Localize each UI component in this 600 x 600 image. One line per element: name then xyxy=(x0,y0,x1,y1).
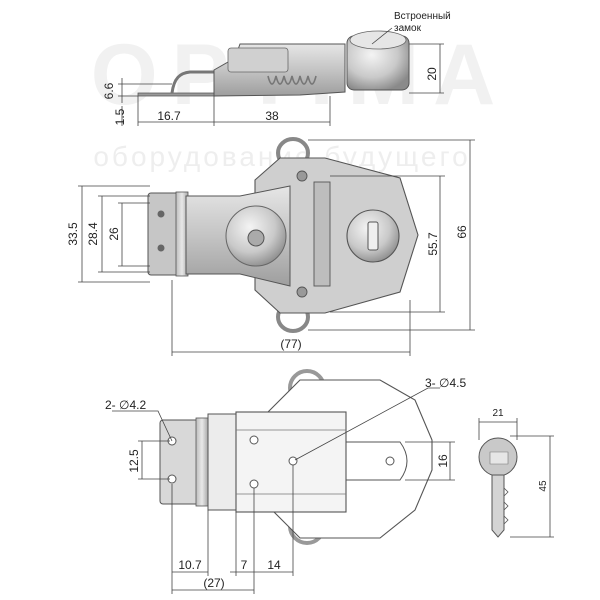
dim-height-20: 20 xyxy=(409,43,444,94)
dim-12-5: 12.5 xyxy=(127,440,170,480)
side-lock-face xyxy=(349,30,407,50)
back-channel-hole-2 xyxy=(288,456,298,466)
callout-leader xyxy=(371,27,393,45)
side-base-plate xyxy=(137,92,215,97)
svg-text:3- ∅4.5: 3- ∅4.5 xyxy=(425,376,466,390)
back-channel-hole-1 xyxy=(249,435,259,445)
svg-text:16: 16 xyxy=(436,454,450,468)
back-channel-hole-3 xyxy=(249,479,259,489)
back-view: 2- ∅4.2 3- ∅4.5 12.5 16 10.7 7 1 xyxy=(105,369,466,594)
svg-text:2- ∅4.2: 2- ∅4.2 xyxy=(105,398,146,412)
front-keyhole xyxy=(367,221,379,251)
dim-33-5: 33.5 xyxy=(66,185,150,283)
front-lever-pivot xyxy=(247,229,265,247)
key-view: 21 45 xyxy=(478,408,554,538)
dim-16: 16 xyxy=(405,441,455,481)
front-view: 33.5 28.4 26 55.7 66 (77) xyxy=(66,137,475,356)
svg-text:28.4: 28.4 xyxy=(86,222,100,246)
dim-10-7: 10.7 xyxy=(171,484,209,576)
svg-text:33.5: 33.5 xyxy=(66,222,80,246)
svg-text:6.6: 6.6 xyxy=(102,82,116,99)
dim-28-4: 28.4 xyxy=(86,195,150,273)
svg-text:7: 7 xyxy=(241,558,248,572)
dim-14: 14 xyxy=(254,465,294,576)
dim-55-7: 55.7 xyxy=(330,175,445,313)
svg-text:16.7: 16.7 xyxy=(157,109,181,123)
svg-text:45: 45 xyxy=(538,480,549,492)
svg-text:38: 38 xyxy=(265,109,279,123)
key-cuts xyxy=(503,487,509,525)
dim-key-length: 45 xyxy=(510,435,554,538)
side-lever xyxy=(227,47,289,73)
back-lever-body xyxy=(207,413,239,511)
svg-text:10.7: 10.7 xyxy=(178,558,202,572)
back-plate-hole xyxy=(385,456,395,466)
front-screw-bottom xyxy=(296,286,308,298)
svg-text:66: 66 xyxy=(455,225,469,239)
front-slot-bracket xyxy=(313,181,331,287)
back-tab xyxy=(339,441,408,481)
back-hook-bar xyxy=(195,417,209,507)
key-blade xyxy=(491,474,505,538)
key-head-face xyxy=(489,451,509,465)
svg-text:1.5: 1.5 xyxy=(113,108,127,125)
side-spring xyxy=(267,75,317,85)
side-hook xyxy=(170,70,214,94)
dim-7: 7 xyxy=(230,488,255,576)
svg-text:12.5: 12.5 xyxy=(127,449,141,473)
front-screw-top xyxy=(296,170,308,182)
svg-text:26: 26 xyxy=(107,227,121,241)
side-view: Встроенный замок 20 6.6 1.5 16.7 38 xyxy=(102,11,451,126)
dim-body-38: 38 xyxy=(214,96,331,126)
callout-line1: Встроенный xyxy=(394,11,451,22)
dim-plate-1-5: 1.5 xyxy=(113,106,127,126)
svg-text:55.7: 55.7 xyxy=(426,232,440,256)
dim-holes-large: 3- ∅4.5 xyxy=(294,376,466,461)
dim-66: 66 xyxy=(308,139,475,331)
svg-text:14: 14 xyxy=(267,558,281,572)
front-main-plate xyxy=(254,157,419,314)
front-hook-hole-bottom xyxy=(157,244,165,252)
dim-77: (77) xyxy=(171,280,411,356)
dim-holes-small: 2- ∅4.2 xyxy=(105,398,173,442)
dim-27: (27) xyxy=(171,576,255,594)
svg-text:20: 20 xyxy=(425,67,439,81)
dim-hook-height-6-6: 6.6 xyxy=(102,78,172,103)
dim-key-width: 21 xyxy=(478,408,518,440)
dim-26: 26 xyxy=(107,202,150,267)
callout-line2: замок xyxy=(394,23,422,34)
back-hook-plate xyxy=(159,419,201,505)
dim-hook-length-16-7: 16.7 xyxy=(137,96,215,126)
front-hook-hole-top xyxy=(157,210,165,218)
svg-text:(27): (27) xyxy=(203,576,224,590)
svg-text:(77): (77) xyxy=(280,337,301,351)
svg-text:21: 21 xyxy=(492,408,504,419)
